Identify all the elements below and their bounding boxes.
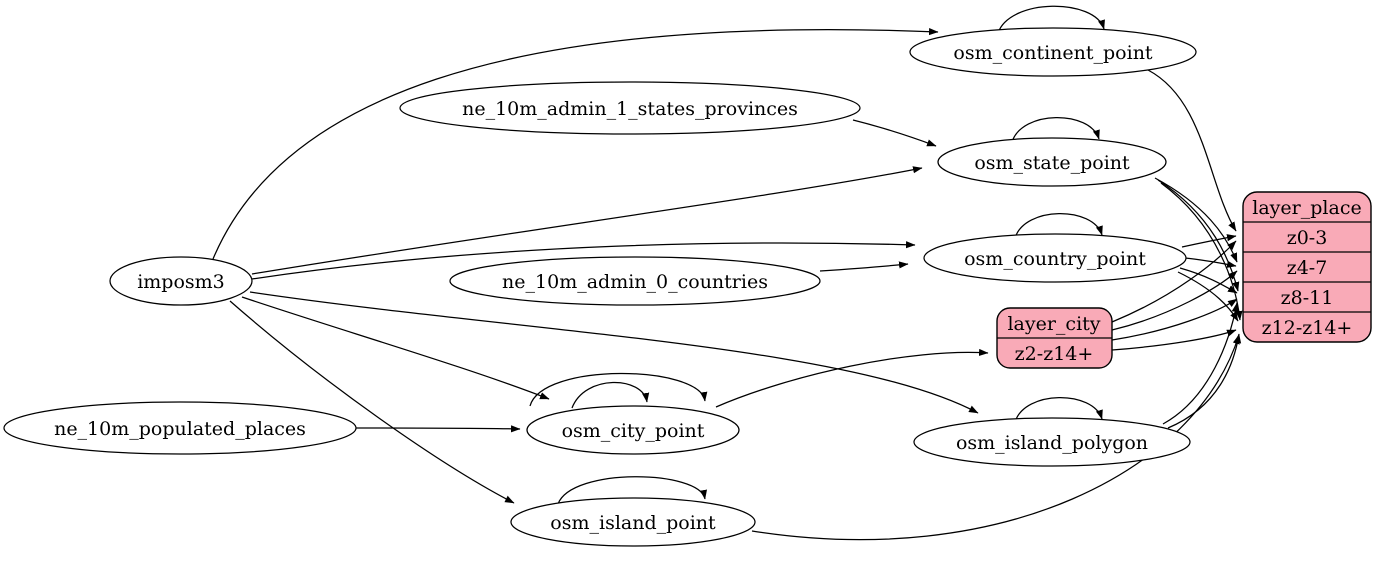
node-osm_island_polygon-label: osm_island_polygon <box>956 432 1148 454</box>
node-imposm3-shape <box>109 256 253 306</box>
node-osm_state_point-shape <box>937 137 1167 187</box>
record-layer_place-row-z8-11: z8-11 <box>1281 287 1334 309</box>
record-layer_place-title: layer_place <box>1252 197 1361 219</box>
edge-osm_continent_point-z0-3 <box>1147 69 1237 232</box>
record-layer_place-row-z12-z14: z12-z14+ <box>1262 317 1353 339</box>
node-osm_island_point-shape <box>510 497 756 547</box>
edge-imposm3-osm_continent_point <box>212 28 939 260</box>
node-osm_country_point: osm_country_point <box>923 233 1187 283</box>
edge-osm_state_point-z12-z14 <box>1160 182 1243 321</box>
edge-osm_island_point-z12-z14 <box>751 334 1240 541</box>
record-layer_city-row-z2-z14: z2-z14+ <box>1015 343 1094 365</box>
edge-osm_city_point-layer_city <box>715 348 989 408</box>
node-ne_10m_admin_0_countries: ne_10m_admin_0_countries <box>449 256 821 306</box>
node-osm_island_polygon-shape <box>913 417 1191 467</box>
edge-osm_country_point-z4-7 <box>1184 257 1237 268</box>
node-ne_10m_admin_1_states_provinces: ne_10m_admin_1_states_provinces <box>399 81 861 135</box>
edge-ne_10m_admin_1_states_provinces-osm_state_point <box>852 119 937 147</box>
node-osm_island_point: osm_island_point <box>510 497 756 547</box>
record-layer_city: layer_city z2-z14+ <box>996 307 1113 369</box>
selfloop-osm_island_polygon <box>1014 397 1103 423</box>
node-osm_city_point: osm_city_point <box>526 405 740 455</box>
node-osm_island_polygon: osm_island_polygon <box>913 417 1191 467</box>
record-layer_place-row-z4-7: z4-7 <box>1287 257 1328 279</box>
record-layer_place-box <box>1242 191 1372 343</box>
edge-osm_island_polygon-z12-z14 <box>1167 333 1242 429</box>
node-osm_continent_point-label: osm_continent_point <box>953 42 1153 64</box>
selfloop-osm_city_point-outer <box>529 372 708 407</box>
node-ne_10m_populated_places-label: ne_10m_populated_places <box>54 418 306 440</box>
node-osm_continent_point-shape <box>909 27 1197 77</box>
selfloop-osm_country_point <box>1014 213 1103 239</box>
edge-group <box>212 5 1243 541</box>
edge-imposm3-osm_city_point <box>241 296 550 400</box>
node-ne_10m_populated_places: ne_10m_populated_places <box>3 401 357 455</box>
node-ne_10m_admin_1_states_provinces-shape <box>399 81 861 135</box>
node-imposm3-label: imposm3 <box>137 271 225 293</box>
edge-ne_10m_populated_places-osm_city_point <box>355 425 521 433</box>
edge-osm_state_point-z4-7 <box>1154 177 1238 263</box>
edge-imposm3-osm_island_point <box>229 300 515 504</box>
node-osm_country_point-shape <box>923 233 1187 283</box>
edge-imposm3-osm_country_point <box>251 241 916 280</box>
selfloop-osm_island_point <box>557 476 707 505</box>
node-imposm3: imposm3 <box>109 256 253 306</box>
edge-osm_state_point-z8-11 <box>1157 179 1240 292</box>
edge-imposm3-osm_state_point <box>251 166 923 275</box>
selfloop-osm_continent_point <box>997 5 1105 34</box>
edge-layer_city-z0-3 <box>1111 240 1237 323</box>
node-osm_city_point-label: osm_city_point <box>562 420 705 442</box>
node-osm_state_point-label: osm_state_point <box>974 152 1130 174</box>
edge-layer_city-z8-11 <box>1111 298 1238 341</box>
selfloop-osm_state_point <box>1011 117 1100 143</box>
node-osm_country_point-label: osm_country_point <box>964 248 1146 270</box>
node-ne_10m_admin_1_states_provinces-label: ne_10m_admin_1_states_provinces <box>462 98 798 120</box>
node-ne_10m_populated_places-shape <box>3 401 357 455</box>
record-layer_place-row-z0-3: z0-3 <box>1287 227 1328 249</box>
edge-layer_city-z12-z14 <box>1111 329 1237 351</box>
record-layer_city-title: layer_city <box>1007 313 1100 335</box>
node-osm_city_point-shape <box>526 405 740 455</box>
edge-osm_country_point-z0-3 <box>1181 234 1237 248</box>
edge-imposm3-osm_island_polygon <box>249 291 979 414</box>
node-osm_state_point: osm_state_point <box>937 137 1167 187</box>
selfloop-osm_city_point-inner <box>571 381 650 409</box>
node-osm_island_point-label: osm_island_point <box>550 512 716 534</box>
node-ne_10m_admin_0_countries-shape <box>449 256 821 306</box>
record-layer_place: layer_place z0-3 z4-7 z8-11 z12-z14+ <box>1242 191 1372 343</box>
edge-layer_city-z4-7 <box>1111 270 1238 331</box>
edge-ne_10m_admin_0_countries-osm_country_point <box>819 261 909 272</box>
node-osm_continent_point: osm_continent_point <box>909 27 1197 77</box>
node-ne_10m_admin_0_countries-label: ne_10m_admin_0_countries <box>502 271 768 293</box>
